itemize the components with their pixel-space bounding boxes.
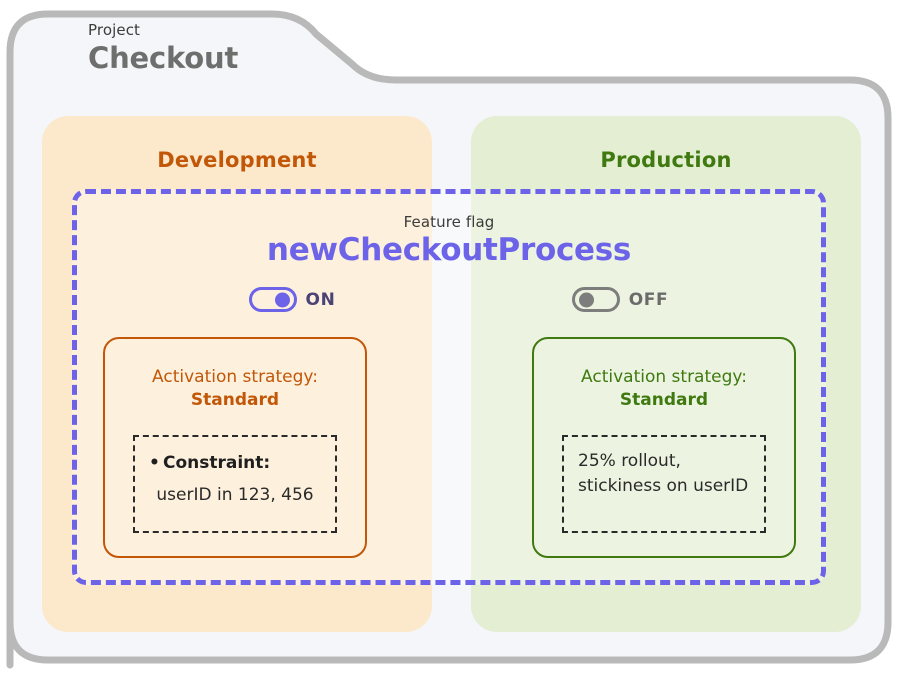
activation-strategy-label-production: Activation strategy: bbox=[581, 367, 747, 387]
strategy-detail-box-production: 25% rollout, stickiness on userID bbox=[562, 435, 766, 533]
toggle-off-icon[interactable] bbox=[571, 287, 620, 312]
activation-strategy-value-development: Standard bbox=[190, 390, 280, 410]
toggle-state-label-development: ON bbox=[305, 289, 336, 310]
activation-strategy-card-development[interactable]: Activation strategy: Standard Constraint… bbox=[103, 337, 367, 558]
activation-strategy-card-production[interactable]: Activation strategy: Standard 25% rollou… bbox=[532, 337, 796, 558]
toggle-knob bbox=[274, 292, 290, 307]
toggle-knob bbox=[578, 292, 594, 307]
environment-title-development: Development bbox=[157, 148, 317, 172]
rollout-stickiness-line: stickiness on userID bbox=[578, 476, 749, 496]
feature-flag-band: Feature flag newCheckoutProcess ON OFF bbox=[72, 189, 826, 585]
rollout-percentage-line: 25% rollout, bbox=[578, 451, 681, 471]
strategy-detail-box-development: Constraint: userID in 123, 456 bbox=[133, 435, 337, 533]
activation-strategy-heading-production: Activation strategy: Standard bbox=[534, 366, 794, 412]
constraint-value: userID in 123, 456 bbox=[156, 485, 314, 505]
toggle-state-label-production: OFF bbox=[628, 289, 669, 310]
environment-title-production: Production bbox=[600, 148, 732, 172]
project-title: Checkout bbox=[88, 41, 239, 75]
project-heading: Project Checkout bbox=[88, 22, 348, 76]
activation-strategy-value-production: Standard bbox=[619, 390, 709, 410]
feature-flag-name: newCheckoutProcess bbox=[266, 232, 632, 268]
feature-flag-kicker-label: Feature flag bbox=[403, 213, 495, 231]
activation-strategy-heading-development: Activation strategy: Standard bbox=[105, 366, 365, 412]
constraint-label: Constraint: bbox=[149, 453, 321, 473]
flag-toggle-development[interactable]: ON bbox=[139, 287, 445, 312]
flag-toggle-production[interactable]: OFF bbox=[467, 287, 773, 312]
toggle-on-icon[interactable] bbox=[248, 287, 297, 312]
activation-strategy-label-development: Activation strategy: bbox=[152, 367, 318, 387]
project-kicker-label: Project bbox=[88, 21, 141, 39]
